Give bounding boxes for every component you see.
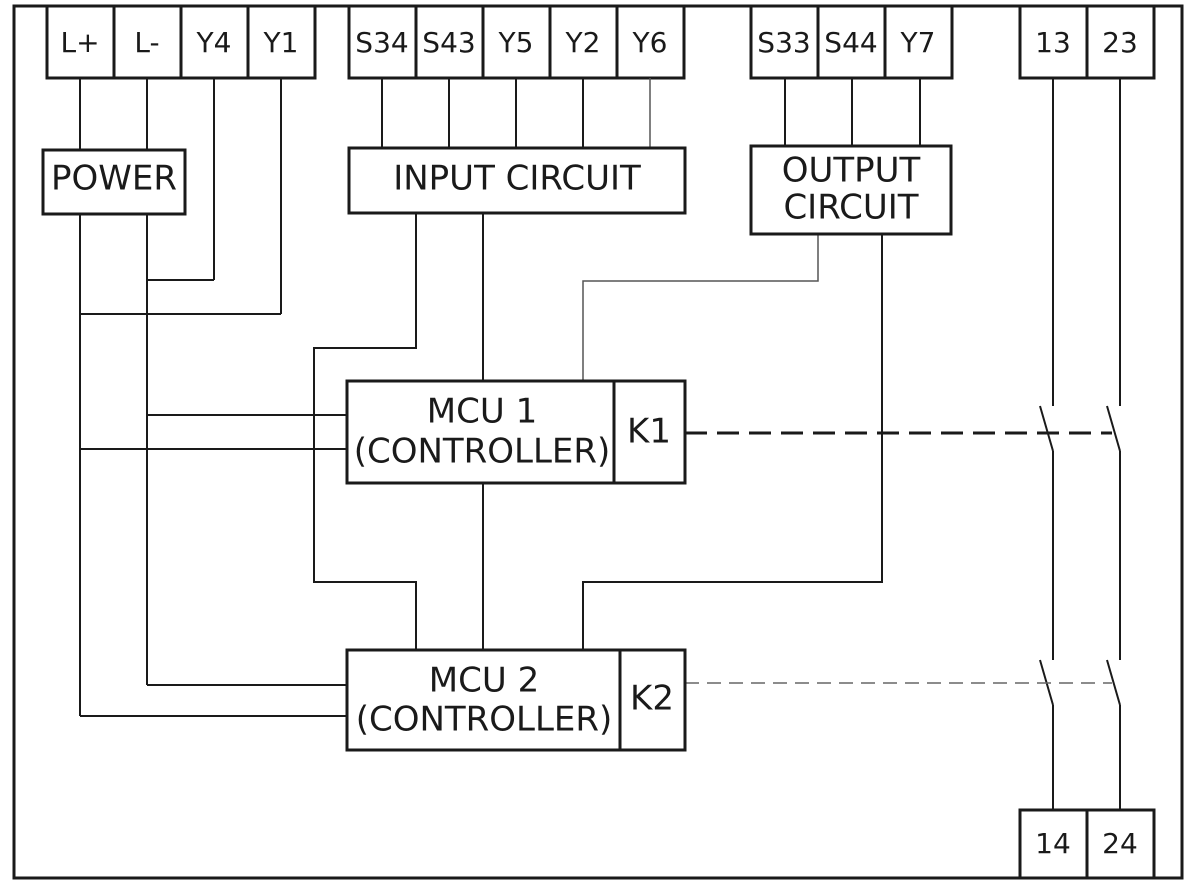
terminal-s33: S33	[757, 26, 810, 59]
terminal-14: 14	[1035, 827, 1071, 860]
terminal-strip-input: S34 S43 Y5 Y2 Y6	[347, 4, 686, 80]
terminal-y1: Y1	[263, 26, 299, 59]
terminal-y4: Y4	[196, 26, 232, 59]
terminal-s44: S44	[824, 26, 877, 59]
power-label: POWER	[51, 159, 177, 199]
output-circuit-label-line1: OUTPUT	[782, 151, 921, 191]
terminal-strip-power: L+ L- Y4 Y1	[45, 4, 317, 80]
wiring	[79, 78, 1121, 810]
mcu1-block: MCU 1 (CONTROLLER) K1	[345, 379, 687, 485]
input-circuit-block: INPUT CIRCUIT	[347, 146, 687, 215]
terminal-24: 24	[1102, 827, 1138, 860]
mcu2-label-line2: (CONTROLLER)	[356, 700, 613, 740]
terminal-l-plus: L+	[60, 26, 99, 59]
power-block: POWER	[41, 148, 187, 216]
terminal-strip-output: S33 S44 Y7	[749, 4, 954, 80]
mcu2-label-line1: MCU 2	[429, 661, 539, 701]
relay-k2-label: K2	[630, 679, 674, 719]
terminal-s43: S43	[422, 26, 475, 59]
terminal-y5: Y5	[498, 26, 534, 59]
mcu1-label-line1: MCU 1	[427, 392, 537, 432]
terminal-y6: Y6	[632, 26, 668, 59]
terminal-13: 13	[1035, 26, 1071, 59]
output-circuit-block: OUTPUT CIRCUIT	[749, 144, 953, 236]
input-circuit-label: INPUT CIRCUIT	[393, 159, 641, 199]
terminal-y2: Y2	[565, 26, 601, 59]
output-circuit-label-line2: CIRCUIT	[783, 188, 918, 228]
terminal-y7: Y7	[900, 26, 936, 59]
mcu1-label-line2: (CONTROLLER)	[354, 432, 611, 472]
terminal-23: 23	[1102, 26, 1138, 59]
terminal-s34: S34	[355, 26, 408, 59]
mcu2-block: MCU 2 (CONTROLLER) K2	[345, 648, 687, 752]
terminal-strip-contacts-top: 13 23	[1018, 4, 1156, 80]
relay-k1-label: K1	[627, 412, 671, 452]
terminal-l-minus: L-	[134, 26, 159, 59]
terminal-strip-contacts-bottom: 14 24	[1018, 808, 1156, 880]
